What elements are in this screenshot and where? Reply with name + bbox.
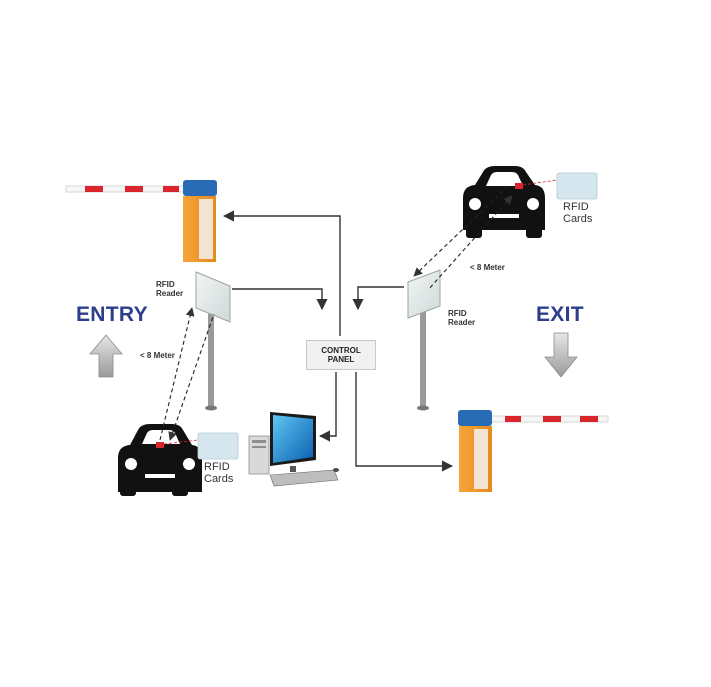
exit-barrier-cap [458,410,492,426]
control-panel-label: CONTROL PANEL [321,346,361,364]
rfid-reader-left-label: RFID Reader [156,280,184,298]
computer-keyboard [269,469,339,487]
entry-up-arrow-icon [89,334,123,378]
exit-boom-stripe [505,416,521,422]
exit-boom-stripe [543,416,561,422]
entry-boom-stripe [85,186,103,192]
reader-left-antenna [195,271,231,323]
exit-barrier-panel [474,429,488,489]
rfid-reader-right [407,269,441,411]
card-link-left [163,439,199,445]
exit-barrier [458,410,609,492]
control-panel-box: CONTROL PANEL [306,340,376,370]
rfid-signal-right [413,185,513,291]
entry-label: ENTRY [76,303,148,326]
entry-boom-stripe [163,186,179,192]
reader-left-pole [208,308,214,408]
exit-down-arrow-icon [544,332,578,378]
computer-mouse [333,468,339,472]
entry-barrier-panel [199,199,213,259]
link-panel-to-exit-barrier [355,372,454,472]
entry-barrier-cap [183,180,217,196]
link-entry-reader-to-panel [232,288,328,311]
rfid-cards-right-label: RFID Cards [563,201,593,225]
rfid-reader-right-label: RFID Reader [448,309,476,327]
control-connectors [222,210,454,472]
link-panel-to-computer [318,372,337,442]
rfid-reader-left [195,271,231,411]
reader-right-pole [420,302,426,408]
entry-boom-stripe [125,186,143,192]
reader-right-base [417,405,429,411]
exit-boom-stripe [580,416,598,422]
computer-icon [248,412,339,487]
link-panel-to-entry-barrier [222,210,341,336]
reader-right-antenna [407,269,441,319]
rfid-cards-left-label: RFID Cards [204,461,234,485]
distance-right-label: < 8 Meter [470,263,505,272]
computer-tower [248,435,270,475]
exit-label: EXIT [536,303,584,326]
link-exit-reader-to-panel [352,286,404,311]
car-exit-icon [463,166,545,238]
rfid-signal-left [159,307,215,441]
entry-barrier [65,180,217,262]
rfid-card-left [197,432,239,460]
distance-left-label: < 8 Meter [140,351,175,360]
reader-left-base [205,405,217,411]
car-entry-icon [118,424,202,496]
rfid-card-right [556,172,598,200]
computer-screen [273,415,313,463]
card-link-right [522,179,558,186]
